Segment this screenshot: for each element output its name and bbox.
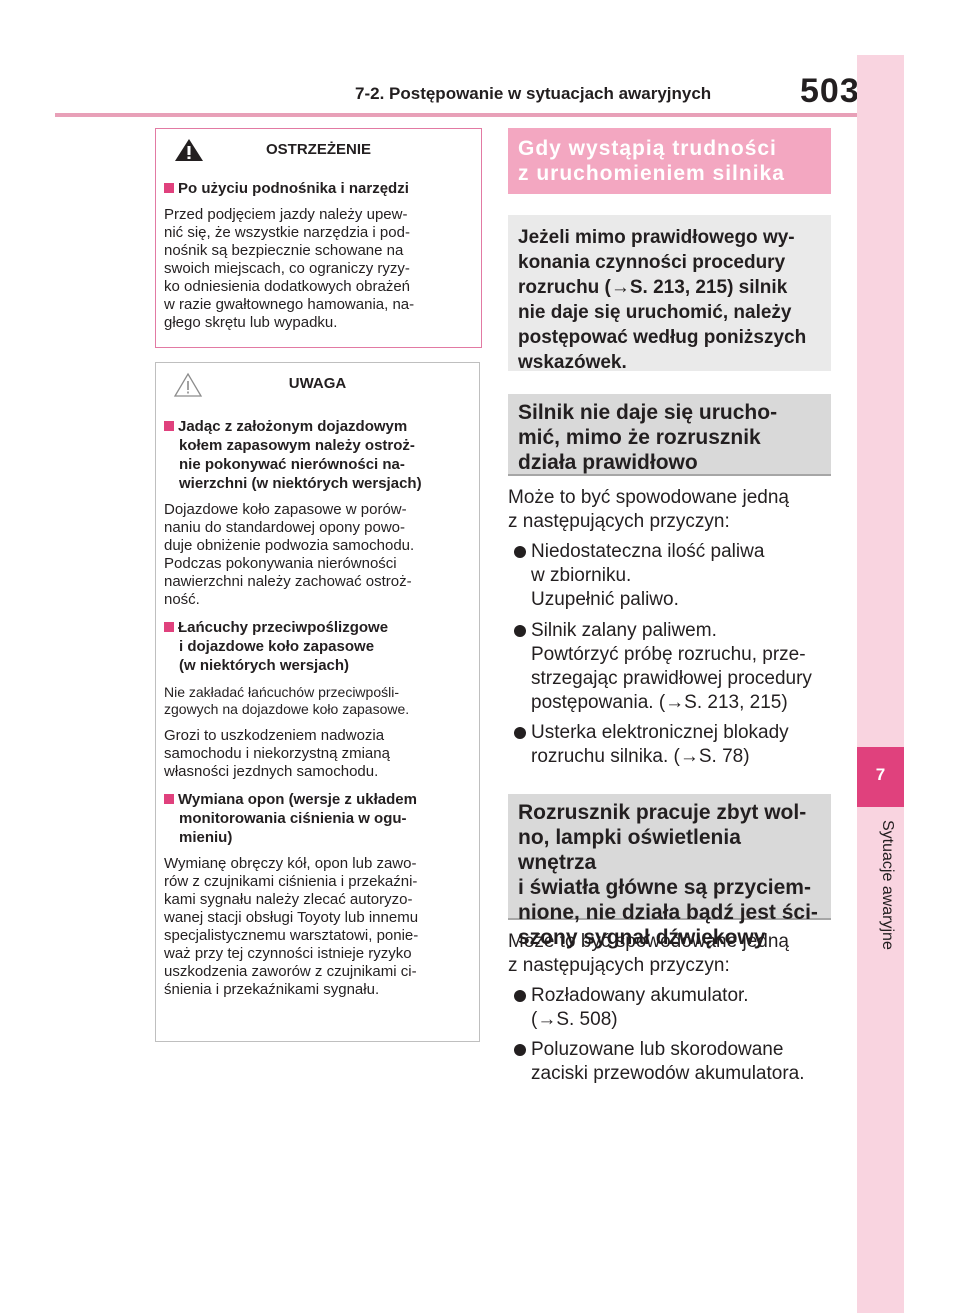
notice-heading-tpms: Wymiana opon (wersje z układem monitorow… <box>164 790 473 847</box>
page-number: 503 <box>800 72 860 110</box>
chapter-number-tab[interactable]: 7 <box>857 747 904 807</box>
bullet-square-icon <box>164 421 174 431</box>
warning-box: OSTRZEŻENIE Po użyciu podnośnika i narzę… <box>155 128 482 348</box>
warning-triangle-icon <box>175 139 203 161</box>
notice-box: UWAGA Jadąc z założonym dojazdowym kołem… <box>155 362 480 1042</box>
bullet-dot-icon <box>514 625 526 637</box>
sec2-bullet-battery: Rozładowany akumulator.(→S. 508) <box>514 984 834 1032</box>
warning-heading: Po użyciu podnośnika i narzędzi <box>164 179 475 198</box>
notice-text-tpms: Wymianę obręczy kół, opon lub zawo-rów z… <box>164 855 419 998</box>
notice-heading-spare-wheel: Jadąc z założonym dojazdowym kołem zapas… <box>164 417 473 493</box>
sec1-bullet-flooded: Silnik zalany paliwem.Powtórzyć próbę ro… <box>514 619 834 715</box>
notice-heading-chains: Łańcuchy przeciwpoślizgowe i dojazdowe k… <box>164 618 473 675</box>
warning-text: Przed podjęciem jazdy należy upew-nić si… <box>164 206 415 331</box>
bullet-square-icon <box>164 183 174 193</box>
bullet-dot-icon <box>514 546 526 558</box>
intro-box: Jeżeli mimo prawidłowego wy-konania czyn… <box>508 215 831 373</box>
notice-title: UWAGA <box>288 375 347 392</box>
header-rule <box>55 113 857 117</box>
chapter-title: Sytuacje awaryjne <box>879 820 896 950</box>
warning-title: OSTRZEŻENIE <box>265 141 371 158</box>
subsection-title-starter-ok: Silnik nie daje się urucho-mić, mimo że … <box>508 394 831 476</box>
notice-text-chains: Nie zakładać łańcuchów przeciwpośli-zgow… <box>164 684 410 717</box>
bullet-dot-icon <box>514 990 526 1002</box>
bullet-dot-icon <box>514 1044 526 1056</box>
bullet-square-icon <box>164 794 174 804</box>
chapter-side-strip <box>857 55 904 1313</box>
bullet-square-icon <box>164 622 174 632</box>
caution-triangle-icon <box>173 372 203 397</box>
section-title: 7-2. Postępowanie w sytuacjach awaryjnyc… <box>355 84 712 103</box>
bullet-dot-icon <box>514 727 526 739</box>
subsection-title-starter-slow: Rozrusznik pracuje zbyt wol-no, lampki o… <box>508 794 831 949</box>
notice-text-spare-wheel: Dojazdowe koło zapasowe w porów-naniu do… <box>164 501 415 608</box>
